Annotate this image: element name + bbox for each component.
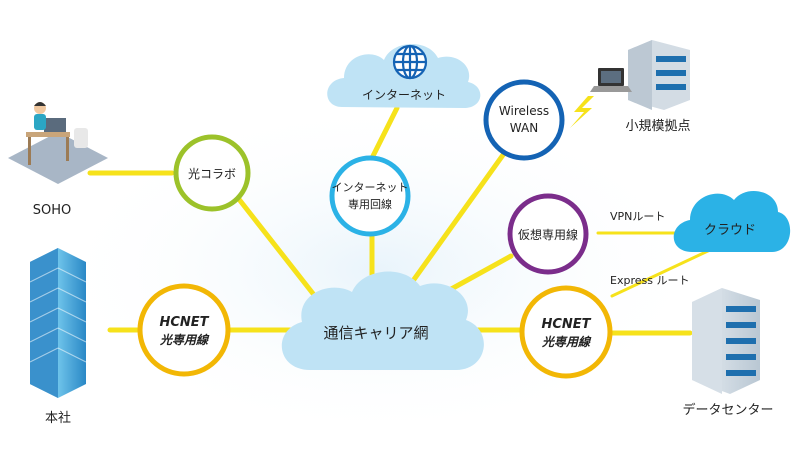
- carrier-cloud: 通信キャリア網: [281, 271, 484, 370]
- route-lines: [596, 231, 712, 298]
- hub-hcnet-right-label-2: 光専用線: [541, 335, 592, 349]
- hub-hikari: 光コラボ: [173, 134, 251, 212]
- hub-hcnet-left: HCNET 光専用線: [137, 283, 231, 377]
- express-route-line: [610, 248, 712, 298]
- carrier-cloud-label: 通信キャリア網: [323, 324, 428, 342]
- line-wireless-carrier: [402, 145, 511, 295]
- line-hikari-carrier: [235, 195, 321, 303]
- cloud-service: クラウド: [673, 190, 791, 252]
- background-glow: [50, 100, 710, 440]
- hub-hcnet-left-label-2: 光専用線: [159, 333, 210, 347]
- datacenter-label: データセンター: [682, 402, 773, 418]
- globe-icon: [392, 44, 428, 80]
- soho-worker-icon: [8, 102, 108, 184]
- hub-wireless-label-1: Wireless: [499, 104, 549, 118]
- vpn-route-label: VPNルート: [610, 210, 665, 223]
- small-site-label: 小規模拠点: [625, 119, 690, 134]
- hub-hcnet-left-label-1: HCNET: [159, 315, 209, 330]
- cloud-service-label: クラウド: [704, 223, 756, 238]
- hub-internet-line-label-1: インターネット: [332, 181, 409, 194]
- hub-hcnet-right: HCNET 光専用線: [519, 285, 613, 379]
- hq-label: 本社: [45, 410, 71, 426]
- datacenter-building-icon: [692, 288, 760, 394]
- internet-cloud: インターネット: [327, 43, 481, 108]
- hub-wireless-wan: Wireless WAN: [483, 79, 565, 161]
- express-route-label: Express ルート: [610, 274, 689, 287]
- hub-hikari-label: 光コラボ: [188, 167, 236, 181]
- small-office-icon: [628, 40, 690, 110]
- hub-hcnet-right-label-1: HCNET: [541, 317, 591, 332]
- hub-internet-line: インターネット 専用回線: [329, 155, 411, 237]
- connection-lines: [87, 105, 693, 336]
- lightning-icon: [570, 96, 594, 128]
- laptop-icon: [590, 68, 632, 92]
- hub-internet-line-label-2: 専用回線: [348, 197, 392, 211]
- line-inet-internet: [369, 105, 400, 161]
- hub-virtual-line: 仮想専用線: [507, 193, 589, 275]
- hub-wireless-label-2: WAN: [510, 121, 538, 135]
- hub-virtual-line-label: 仮想専用線: [518, 227, 578, 242]
- soho-label: SOHO: [33, 203, 72, 218]
- internet-cloud-label: インターネット: [362, 88, 446, 102]
- office-tower-icon: [29, 248, 87, 398]
